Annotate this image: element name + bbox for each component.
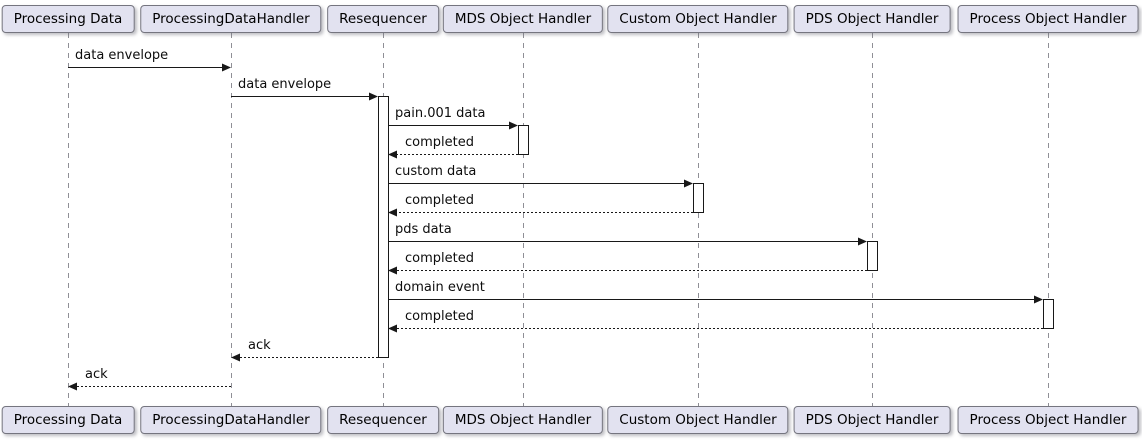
arrowhead-icon — [222, 63, 231, 72]
arrowhead-icon — [369, 92, 378, 101]
activation-bar-process-object-handler — [1043, 299, 1054, 329]
participant-box-process-object-handler-bottom: Process Object Handler — [957, 406, 1139, 434]
message-label-completed-9: completed — [405, 309, 474, 324]
activation-bar-mds-object-handler — [518, 125, 529, 155]
activation-bar-resequencer — [378, 96, 389, 358]
participant-box-pds-object-handler-top: PDS Object Handler — [793, 5, 951, 33]
participant-box-mds-object-handler-bottom: MDS Object Handler — [442, 406, 604, 434]
message-label-ack-10: ack — [248, 338, 271, 353]
participant-box-process-object-handler-top: Process Object Handler — [957, 5, 1139, 33]
message-label-completed-3: completed — [405, 135, 474, 150]
message-label-data-envelope-1: data envelope — [238, 77, 332, 92]
participant-box-pds-object-handler-bottom: PDS Object Handler — [793, 406, 951, 434]
participant-box-mds-object-handler-top: MDS Object Handler — [442, 5, 604, 33]
activation-bar-custom-object-handler — [693, 183, 704, 213]
arrowhead-icon — [231, 353, 240, 362]
participant-box-resequencer-bottom: Resequencer — [327, 406, 439, 434]
participant-box-custom-object-handler-top: Custom Object Handler — [607, 5, 789, 33]
arrowhead-icon — [1034, 295, 1043, 304]
message-label-pds-data-6: pds data — [395, 222, 452, 237]
message-label-ack-11: ack — [85, 367, 108, 382]
participant-box-processingdatahandler-bottom: ProcessingDataHandler — [140, 406, 322, 434]
activation-bar-pds-object-handler — [867, 241, 878, 271]
message-label-completed-5: completed — [405, 193, 474, 208]
arrowhead-icon — [388, 266, 397, 275]
arrowhead-icon — [68, 382, 77, 391]
message-label-pain-001-data-2: pain.001 data — [395, 106, 486, 121]
arrowhead-icon — [388, 324, 397, 333]
arrowhead-icon — [858, 237, 867, 246]
arrowhead-icon — [684, 179, 693, 188]
arrowhead-icon — [388, 150, 397, 159]
message-label-domain-event-8: domain event — [395, 280, 485, 295]
participant-box-processingdatahandler-top: ProcessingDataHandler — [140, 5, 322, 33]
participant-box-resequencer-top: Resequencer — [327, 5, 439, 33]
message-label-data-envelope-0: data envelope — [75, 48, 169, 63]
arrowhead-icon — [509, 121, 518, 130]
message-label-custom-data-4: custom data — [395, 164, 477, 179]
participant-box-processing-data-top: Processing Data — [1, 5, 135, 33]
participant-box-custom-object-handler-bottom: Custom Object Handler — [607, 406, 789, 434]
message-label-completed-7: completed — [405, 251, 474, 266]
arrowhead-icon — [388, 208, 397, 217]
participant-box-processing-data-bottom: Processing Data — [1, 406, 135, 434]
